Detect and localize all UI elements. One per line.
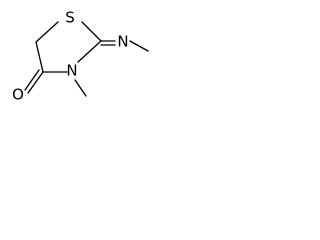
thiazolidinone-structure-diagram: S N N O — [12, 9, 149, 104]
bond-s-c5 — [35, 21, 59, 43]
bond-s-c2 — [81, 21, 102, 42]
bond-imine-n-methyl — [129, 40, 149, 52]
sulfur-atom-label: S — [65, 9, 75, 27]
carbonyl-oxygen-atom-label: O — [12, 86, 24, 104]
imine-nitrogen-atom-label: N — [117, 33, 128, 51]
bond-n3-methyl — [74, 79, 87, 97]
bond-c5-c4 — [35, 41, 44, 73]
bond-n3-c2 — [77, 40, 102, 63]
bond-c4-o-line2 — [24, 69, 40, 91]
bond-c4-o-line1 — [27, 71, 44, 94]
ring-nitrogen-atom-label: N — [66, 62, 77, 80]
